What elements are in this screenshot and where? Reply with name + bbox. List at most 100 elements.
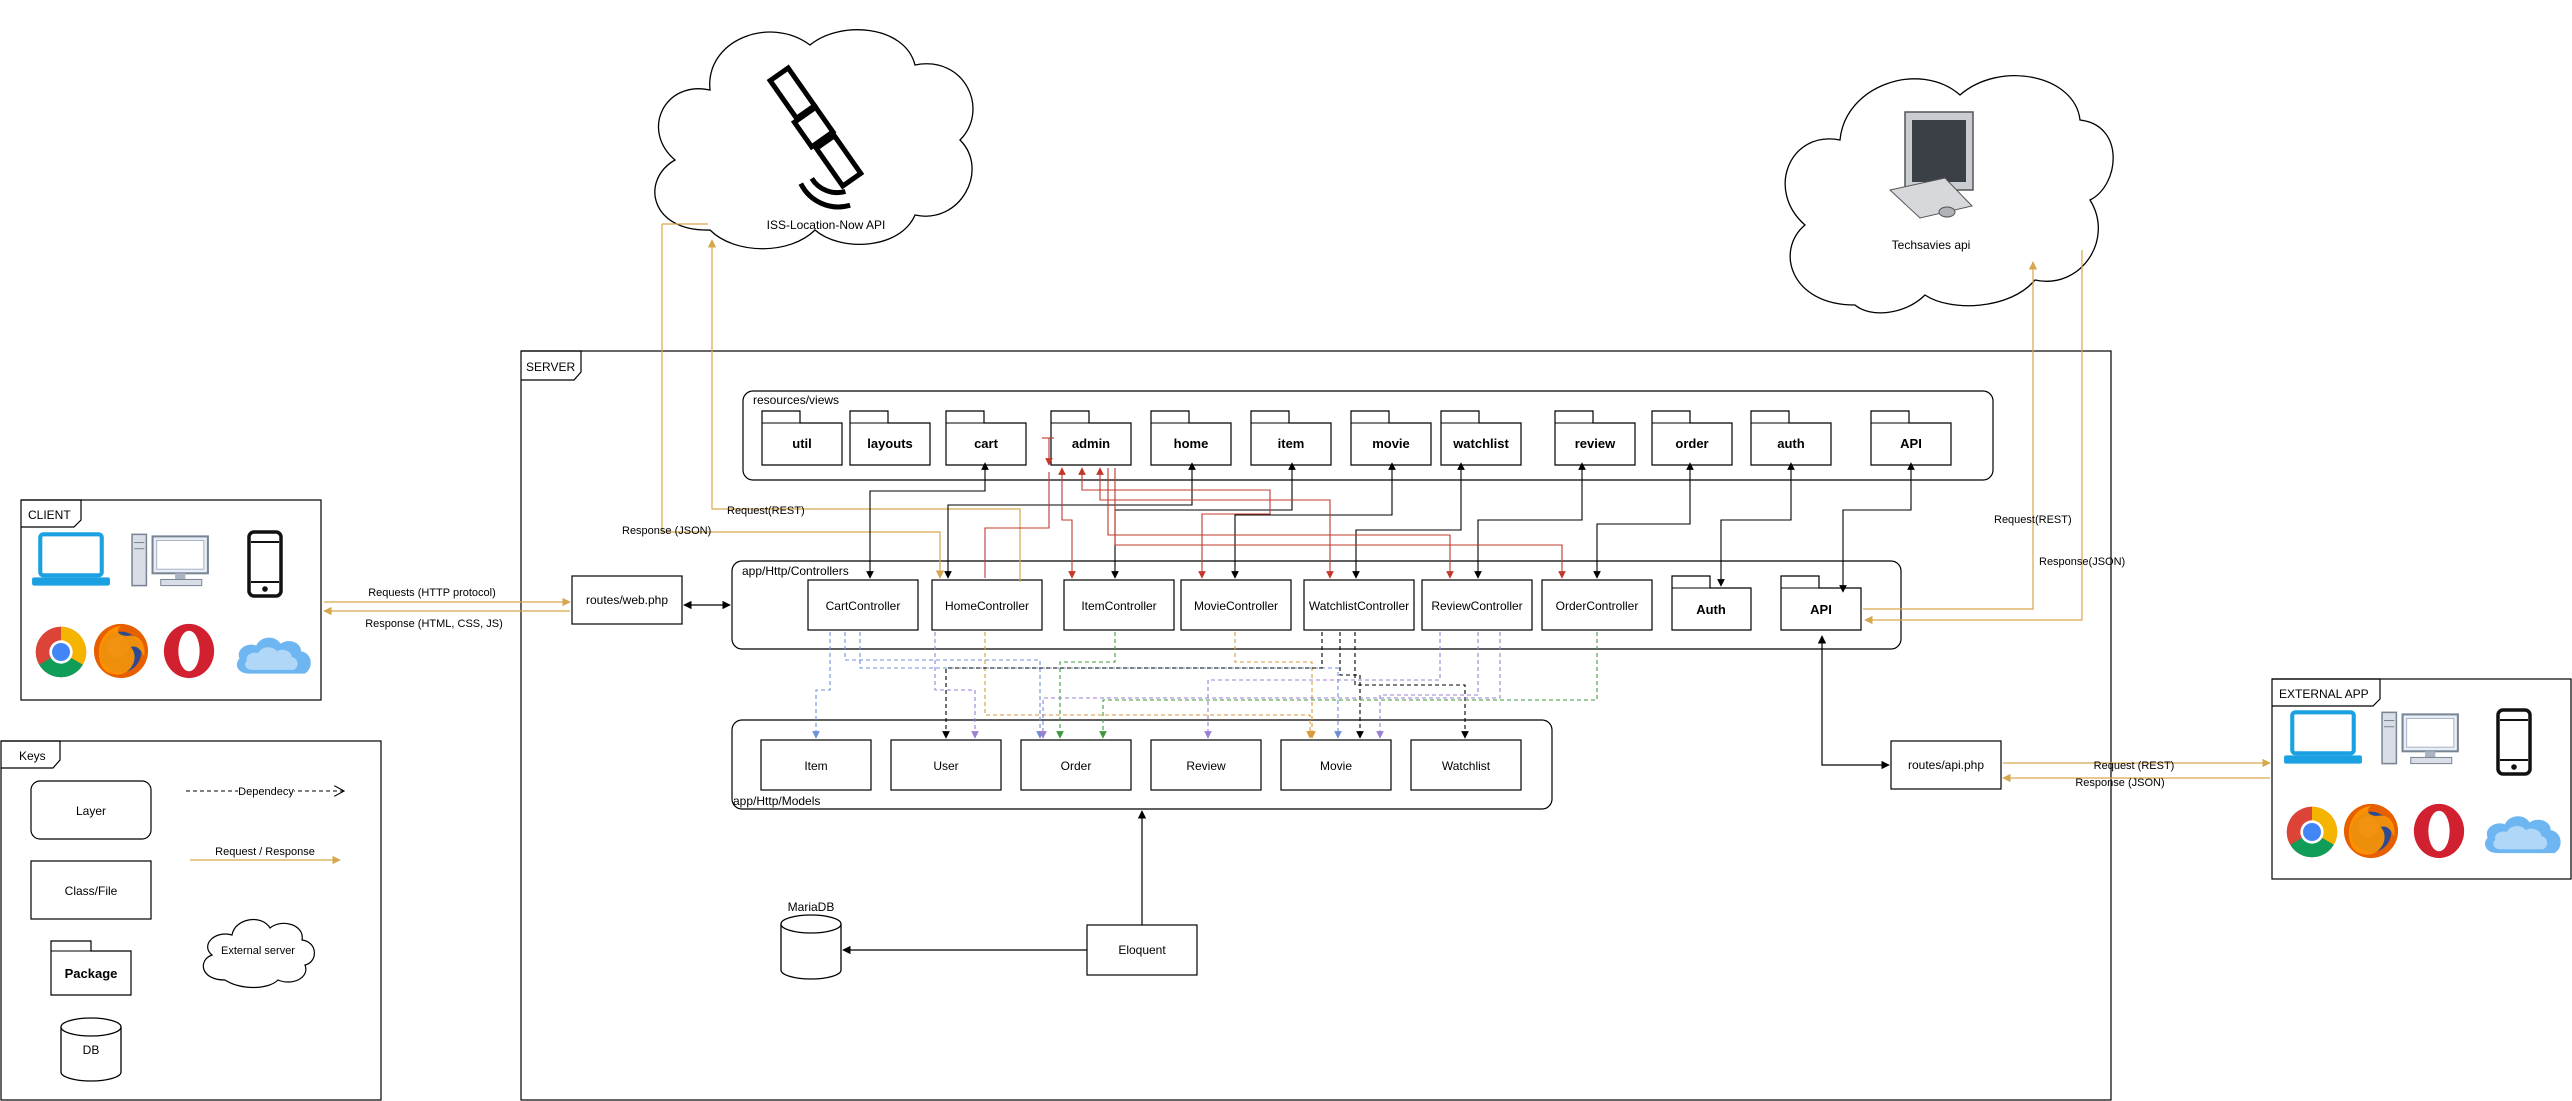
package-layouts[interactable]: layouts [849,410,931,466]
package-auth[interactable]: Auth [1671,575,1752,631]
class-label: WatchlistController [1309,599,1409,613]
model-review[interactable]: Review [1150,739,1262,791]
class-homecontroller[interactable]: HomeController [931,579,1043,631]
class-reviewcontroller[interactable]: ReviewController [1421,579,1533,631]
iss-response-label: Response (JSON) [622,525,711,537]
package-movie[interactable]: movie [1350,410,1432,466]
package-label: cart [974,436,999,451]
server-label: SERVER [526,360,575,374]
package-label: movie [1372,436,1410,451]
routes-web-label: routes/web.php [586,593,668,607]
ext-request-label: Request (REST) [2094,760,2175,772]
class-itemcontroller[interactable]: ItemController [1063,579,1175,631]
model-watchlist[interactable]: Watchlist [1410,739,1522,791]
class-label: ItemController [1081,599,1156,613]
eloquent-box[interactable]: Eloquent [1086,924,1198,976]
keys-title: Keys [19,749,46,763]
class-moviecontroller[interactable]: MovieController [1180,579,1292,631]
opera-icon [163,623,215,679]
package-label: order [1675,436,1708,451]
external-app-label: EXTERNAL APP [2279,687,2369,701]
package-api-controller-label: API [1810,602,1832,617]
key-class-label: Class/File [65,884,118,898]
views-layer: resources/views util layouts cart admin home… [742,390,1994,481]
views-layer-label: resources/views [753,393,839,407]
model-dependencies [812,632,1598,739]
techsavies-request-label: Request(REST) [1994,514,2072,526]
techsavies-response-label: Response(JSON) [2039,556,2125,568]
package-review[interactable]: review [1554,410,1636,466]
class-cartcontroller[interactable]: CartController [807,579,919,631]
key-package-shape [50,940,132,996]
package-cart[interactable]: cart [945,410,1027,466]
model-user[interactable]: User [890,739,1002,791]
firefox-icon [93,623,149,679]
class-label: MovieController [1194,599,1278,613]
key-request-response-label: Request / Response [215,846,315,858]
model-movie[interactable]: Movie [1280,739,1392,791]
key-class-shape [30,860,152,920]
cloud-icon [236,637,311,674]
model-label: Watchlist [1442,759,1491,773]
package-admin[interactable]: admin [1050,410,1132,466]
routes-api-box[interactable]: routes/api.php [1890,740,2002,790]
package-item[interactable]: item [1250,410,1332,466]
models-layer-label: app/Http/Models [733,794,820,808]
model-order[interactable]: Order [1020,739,1132,791]
eloquent-label: Eloquent [1118,943,1166,957]
cloud-icon [2485,816,2561,854]
model-label: Movie [1320,759,1352,773]
client-frame: CLIENT [20,499,322,701]
satellite-icon [766,64,865,210]
routes-web-box[interactable]: routes/web.php [571,575,683,625]
ext-response-label: Response (JSON) [2075,777,2164,789]
package-label: API [1900,436,1922,451]
phone-icon [247,530,283,598]
class-label: HomeController [945,599,1029,613]
server-frame: SERVER [520,350,2112,1101]
iss-cloud-label: ISS-Location-Now API [767,218,886,232]
model-label: Item [804,759,827,773]
package-label: review [1575,436,1616,451]
class-watchlistcontroller[interactable]: WatchlistController [1303,579,1415,631]
keys-legend: Keys Layer Class/File Package DB Depende… [0,740,382,1101]
package-label: item [1278,436,1305,451]
phone-icon [2496,708,2532,776]
package-label: util [792,436,812,451]
admin-links [984,437,1566,579]
models-layer: app/Http/Models Item User Order Review Movie… [731,719,1553,810]
key-layer-label: Layer [76,804,106,818]
key-dependency-label: Dependecy [238,786,294,798]
key-external-server-label: External server [221,945,295,957]
model-label: Order [1061,759,1092,773]
package-order[interactable]: order [1651,410,1733,466]
mariadb-cylinder[interactable]: MariaDB [780,900,842,980]
client-label: CLIENT [28,508,71,522]
class-label: OrderController [1556,599,1639,613]
class-ordercontroller[interactable]: OrderController [1541,579,1653,631]
model-item[interactable]: Item [760,739,872,791]
package-api[interactable]: API [1870,410,1952,466]
desktop-icon [130,533,209,587]
package-auth[interactable]: auth [1750,410,1832,466]
iss-request-label: Request(REST) [727,505,805,517]
laptop-icon [2284,712,2362,763]
laptop-icon [32,534,110,585]
package-label: layouts [867,436,913,451]
key-layer-shape [30,780,152,840]
computer-icon [1888,111,1974,219]
client-response-label: Response (HTML, CSS, JS) [365,618,503,630]
package-home[interactable]: home [1150,410,1232,466]
package-label: admin [1072,436,1110,451]
key-db-shape [60,1017,122,1037]
package-label: auth [1777,436,1805,451]
key-package-label: Package [65,966,118,981]
package-watchlist[interactable]: watchlist [1440,410,1522,466]
external-app-frame: EXTERNAL APP [2271,678,2572,880]
class-label: CartController [826,599,901,613]
routes-api-label: routes/api.php [1908,758,1984,772]
package-util[interactable]: util [761,410,843,466]
package-api-controller[interactable]: API [1780,575,1862,631]
